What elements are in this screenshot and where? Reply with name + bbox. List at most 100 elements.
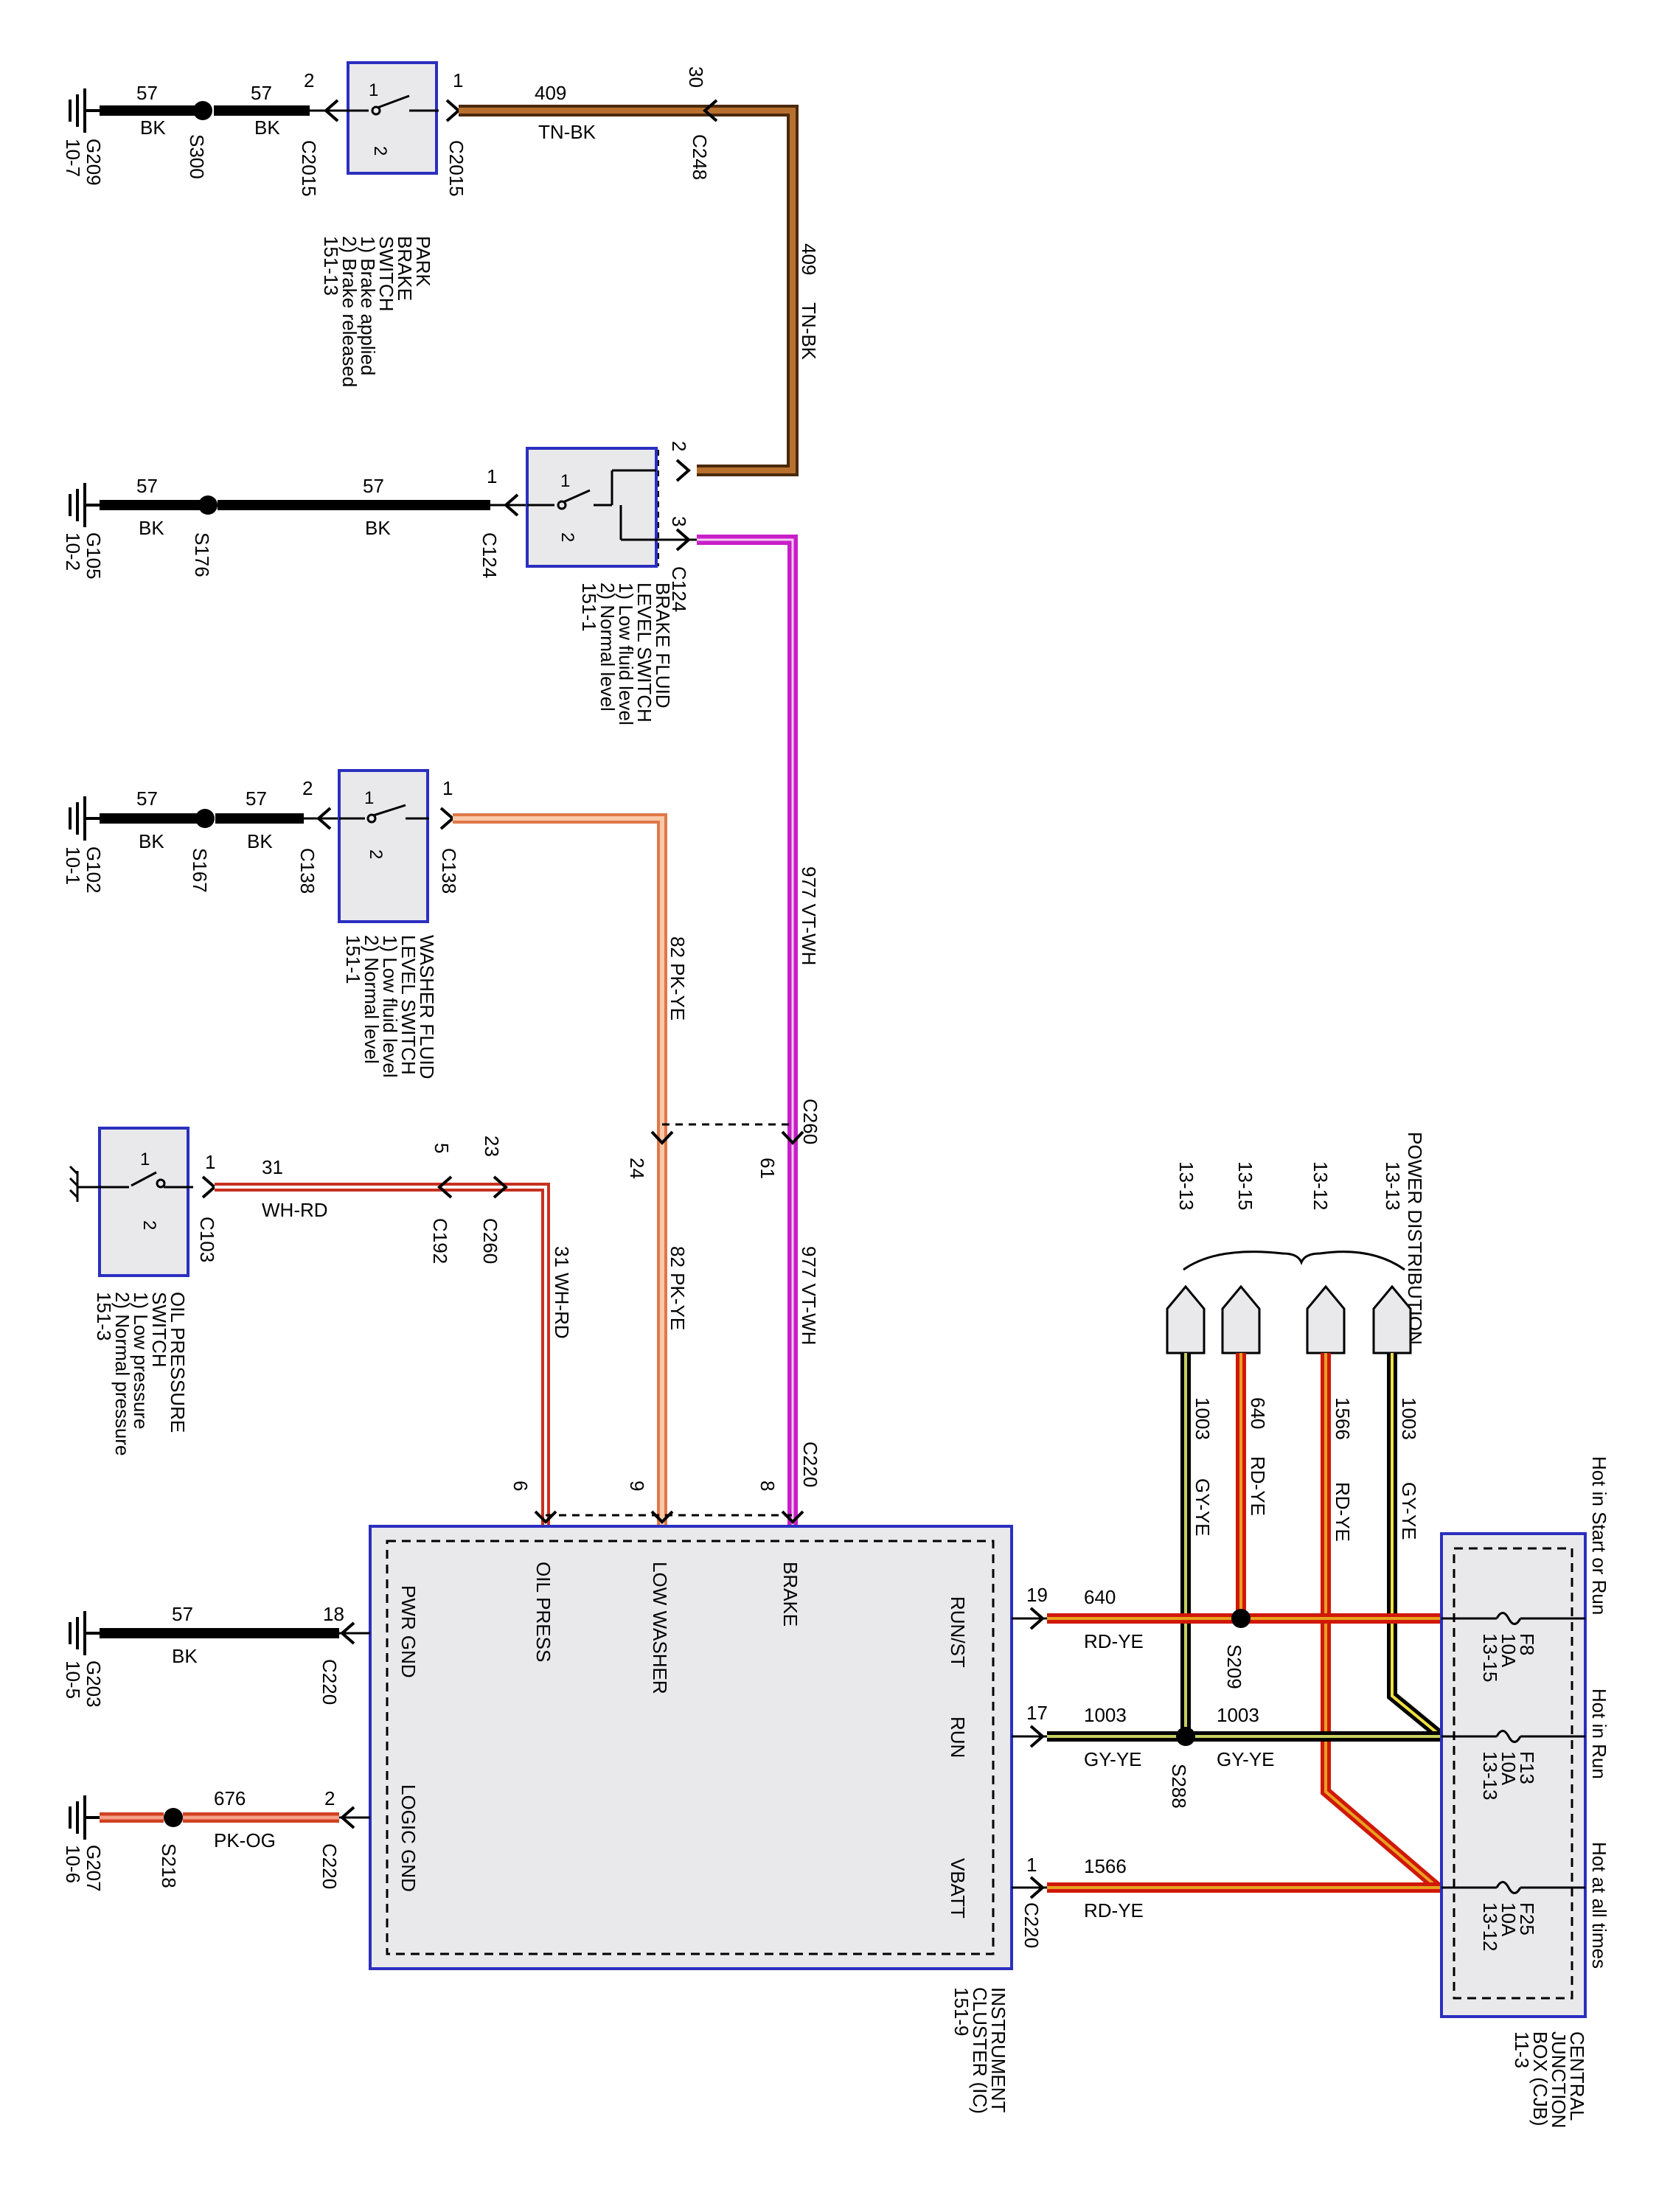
pin-19-c220: 19 — [1026, 1584, 1048, 1606]
pin-1-c103: 1 — [205, 1151, 215, 1173]
connector-c192 — [437, 1175, 453, 1199]
wire-57-label-d: 57 — [363, 475, 384, 497]
brake-fluid-title-2: LEVEL SWITCH — [633, 582, 655, 723]
splice-s167-label: S167 — [189, 848, 211, 893]
connector-c124-label-b: C124 — [668, 566, 690, 612]
power-dist-ref-1: 13-13 — [1382, 1161, 1404, 1211]
fuse-lines — [1441, 1612, 1585, 1894]
connector-c220-label-top: C220 — [799, 1441, 821, 1487]
oil-title-2: SWITCH — [148, 1292, 170, 1368]
ground-g203-ref: 10-5 — [62, 1660, 84, 1699]
wire-bk-label-g: BK — [172, 1645, 198, 1667]
connector-c220-logic-gnd — [339, 1806, 355, 1829]
wire-409-label-b: 409 — [798, 243, 820, 275]
washer-switch-symbol — [339, 804, 429, 824]
wire-bk-label-e: BK — [139, 830, 164, 852]
fuse-f13-name: F13 — [1516, 1751, 1538, 1784]
wire-640-label-b: 640 — [1084, 1586, 1116, 1608]
washer-state-2: 2) Normal level — [361, 935, 383, 1064]
connector-c220-run — [1029, 1725, 1046, 1748]
ic-pin-oil-press: OIL PRESS — [532, 1562, 554, 1662]
ic-ref: 151-9 — [950, 1987, 973, 2037]
connector-c260-pin61 — [781, 1130, 804, 1145]
instrument-cluster — [369, 1525, 1013, 1970]
chassis-ground-symbol — [69, 1165, 79, 1202]
pin-1-c138: 1 — [442, 777, 453, 799]
ground-g209 — [69, 88, 100, 133]
cjb-inner — [1453, 1547, 1573, 2000]
connector-c138-label-b: C138 — [438, 848, 460, 894]
connector-c220-label-pwr: C220 — [319, 1659, 341, 1705]
oil-pressure-switch — [98, 1127, 189, 1277]
fuse-f25-name: F25 — [1516, 1902, 1538, 1935]
cjb-title-1: CENTRAL — [1566, 2031, 1588, 2121]
wire-wh-rd-label: WH-RD — [262, 1199, 328, 1221]
wire-977-vt-wh — [697, 535, 798, 1526]
brake-fluid-pos-1: 1 — [560, 471, 570, 491]
ic-title-1: INSTRUMENT — [987, 1987, 1009, 2113]
splice-s176 — [198, 495, 218, 515]
connector-c138-label-a: C138 — [296, 848, 319, 894]
pin-3-c124: 3 — [668, 516, 690, 526]
fuse-f25-ref: 13-12 — [1479, 1902, 1501, 1952]
connector-c124-label-a: C124 — [479, 532, 501, 578]
washer-fluid-level-switch — [338, 769, 429, 923]
oil-title-1: OIL PRESSURE — [167, 1292, 189, 1433]
washer-pos-1: 1 — [364, 788, 374, 808]
wire-tn-bk-label-a: TN-BK — [538, 121, 597, 143]
central-junction-box — [1440, 1532, 1587, 2018]
wire-57-label-a: 57 — [136, 82, 158, 104]
splice-s288-label: S288 — [1168, 1764, 1190, 1809]
ic-title-2: CLUSTER (IC) — [969, 1987, 991, 2114]
ic-pin-run: RUN — [947, 1717, 969, 1758]
pin-2-c220: 2 — [324, 1787, 335, 1809]
splice-s176-label: S176 — [191, 532, 213, 577]
connector-c220-label-logic: C220 — [319, 1843, 341, 1889]
connector-c260-label-b: C260 — [479, 1218, 501, 1264]
park-brake-title-3: SWITCH — [375, 236, 397, 312]
splice-s300 — [193, 101, 212, 120]
washer-state-1: 1) Low fluid level — [379, 935, 401, 1078]
connector-c220-run-st — [1029, 1607, 1046, 1630]
pin-1-c124: 1 — [487, 465, 497, 487]
wire-bk-label-d: BK — [365, 517, 391, 539]
ic-pin-pwr-gnd: PWR GND — [397, 1585, 420, 1678]
pin-2-c2015: 2 — [304, 69, 314, 91]
pin-30-c248: 30 — [685, 66, 707, 88]
switch-symbol — [347, 94, 439, 116]
oil-pos-1: 1 — [140, 1150, 150, 1169]
brake-fluid-state-2: 2) Normal level — [597, 582, 619, 712]
brake-fluid-ref: 151-1 — [578, 582, 600, 632]
wire-409-tn-bk — [459, 105, 799, 476]
cjb-title-3: BOX (CJB) — [1529, 2031, 1551, 2126]
wire-57-label-f: 57 — [246, 787, 267, 810]
oil-state-2: 2) Normal pressure — [111, 1292, 133, 1456]
wire-57-label-c: 57 — [136, 475, 158, 497]
cjb-hot-always: Hot at all times — [1588, 1842, 1610, 1969]
wire-gy-ye-label-b: GY-YE — [1398, 1482, 1420, 1540]
wire-409-label-a: 409 — [535, 82, 566, 104]
wire-676-label: 676 — [214, 1787, 246, 1809]
ground-g105-id: G105 — [83, 532, 105, 580]
splice-s288 — [1176, 1727, 1195, 1746]
ground-g102-id: G102 — [83, 846, 105, 894]
connector-c124-pin3 — [675, 528, 692, 552]
splice-s218-label: S218 — [158, 1843, 180, 1888]
brake-fluid-pos-2: 2 — [557, 532, 577, 542]
connector-c260-label-a: C260 — [799, 1099, 821, 1144]
splice-s167 — [195, 809, 215, 828]
cjb-ref: 11-3 — [1511, 2031, 1533, 2068]
wire-977-vt-wh-label-b: 977 VT-WH — [798, 1246, 820, 1345]
park-brake-switch — [347, 61, 438, 175]
pin-8-c220: 8 — [757, 1481, 779, 1491]
pin-2-c124: 2 — [668, 441, 690, 451]
fuse-f25-amps: 10A — [1498, 1902, 1520, 1937]
oil-switch-symbol — [77, 1171, 193, 1189]
connector-c248 — [702, 99, 718, 122]
wire-bk-label-b: BK — [254, 116, 280, 139]
wire-1566-label-a: 1566 — [1332, 1397, 1354, 1440]
park-brake-pos-1: 1 — [369, 80, 378, 100]
brake-fluid-title-1: BRAKE FLUID — [652, 582, 674, 709]
fuse-f8-amps: 10A — [1498, 1633, 1520, 1668]
connector-c124-pin2 — [675, 459, 692, 482]
